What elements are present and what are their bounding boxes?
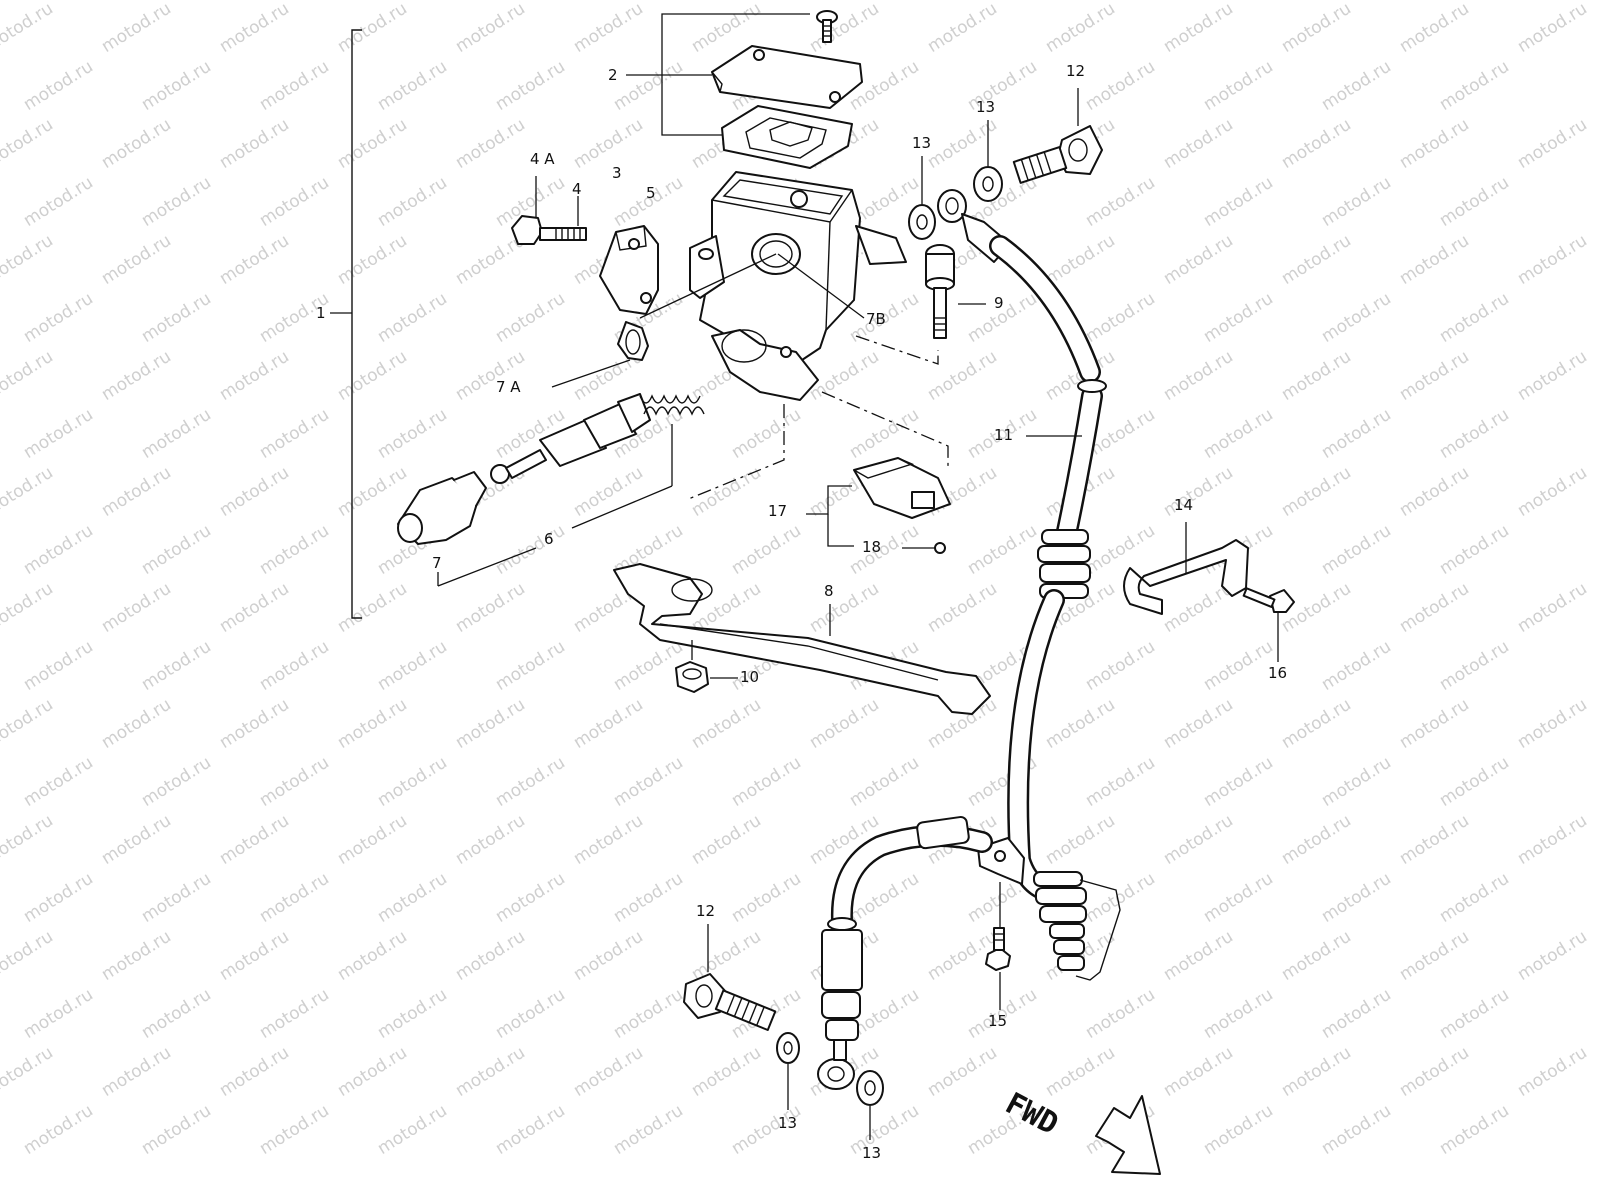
washer-bottom-right xyxy=(856,1070,884,1106)
diaphragm xyxy=(721,105,853,169)
callout-7a: 7 A xyxy=(496,378,521,396)
clamp-bolt-small xyxy=(1242,587,1295,613)
clamp-bolt xyxy=(511,215,587,245)
clamp xyxy=(599,225,659,315)
washer-top-left xyxy=(908,204,936,240)
master-cylinder-body xyxy=(689,171,907,401)
callout-11: 11 xyxy=(994,426,1014,444)
callout-1: 1 xyxy=(316,304,326,322)
front-brake-switch xyxy=(853,457,951,554)
banjo-bolt-top xyxy=(1012,125,1103,184)
callout-13-top-right: 13 xyxy=(976,98,996,116)
callout-13-bottom-right: 13 xyxy=(862,1144,882,1162)
callout-14: 14 xyxy=(1174,496,1194,514)
callout-7b: 7B xyxy=(866,310,886,328)
callout-12-top: 12 xyxy=(1066,62,1086,80)
pivot-bolt xyxy=(925,244,955,339)
callout-15: 15 xyxy=(988,1012,1008,1030)
assembly-bracket xyxy=(351,29,362,619)
hose-joint-lower xyxy=(1033,871,1121,981)
callout-13-top-left: 13 xyxy=(912,134,932,152)
callout-12-bottom: 12 xyxy=(696,902,716,920)
callout-9: 9 xyxy=(994,294,1004,312)
banjo-fitting-bottom xyxy=(817,1039,855,1090)
callout-3: 3 xyxy=(612,164,622,182)
callout-6: 6 xyxy=(544,530,554,548)
washer-bottom-left xyxy=(776,1032,800,1064)
callout-7: 7 xyxy=(432,554,442,572)
callout-13-bottom-left: 13 xyxy=(778,1114,798,1132)
hose-joint xyxy=(1037,529,1091,599)
callout-18: 18 xyxy=(862,538,882,556)
lever-nut xyxy=(675,661,709,693)
reservoir-cap xyxy=(711,45,863,109)
banjo-bolt-bottom xyxy=(683,973,777,1032)
piston-assembly xyxy=(397,393,705,545)
reservoir-screw xyxy=(816,10,838,43)
brake-hose-bottom xyxy=(821,816,993,1041)
callout-8: 8 xyxy=(824,582,834,600)
bracket-bolt xyxy=(985,927,1011,971)
brake-hose-upper xyxy=(989,235,1107,547)
brake-lever xyxy=(613,563,991,715)
callout-16: 16 xyxy=(1268,664,1288,682)
forward-arrow xyxy=(1095,1095,1161,1175)
callout-4: 4 xyxy=(572,180,582,198)
circlip xyxy=(617,321,649,361)
brake-hose-lower xyxy=(1007,589,1065,899)
callout-10: 10 xyxy=(740,668,760,686)
callout-2: 2 xyxy=(608,66,618,84)
callout-5: 5 xyxy=(646,184,656,202)
callout-4a: 4 A xyxy=(530,150,555,168)
callout-17: 17 xyxy=(768,502,788,520)
washer-top-right xyxy=(973,166,1003,202)
hose-clamp xyxy=(1123,539,1249,615)
